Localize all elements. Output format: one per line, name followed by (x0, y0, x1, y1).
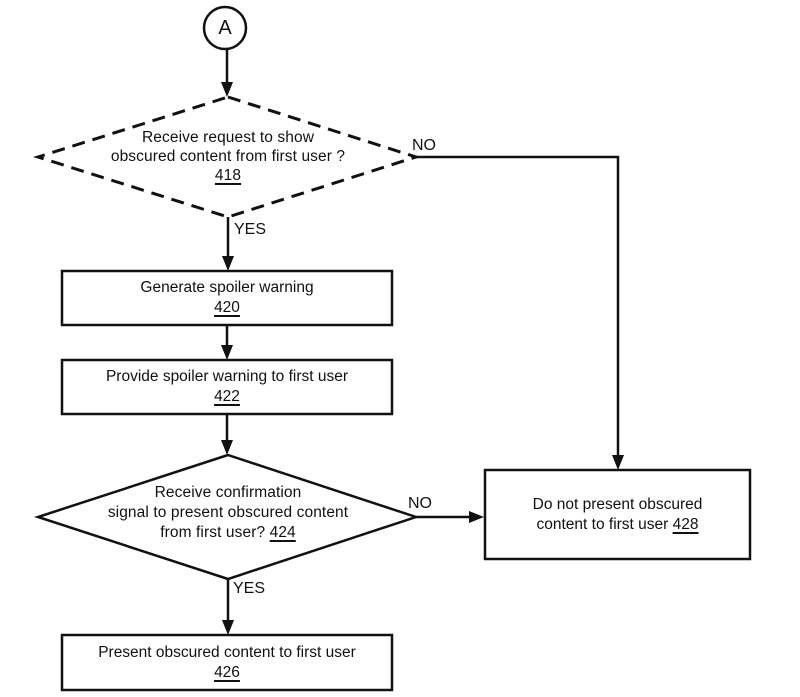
no2-branch-arrowhead (469, 511, 484, 523)
yes1-branch-arrowhead (222, 256, 234, 271)
no1-branch-arrowhead (612, 455, 624, 470)
yes2-branch-arrowhead (222, 620, 234, 635)
connector-a-text: A (218, 16, 232, 39)
connector-a-circle (202, 5, 248, 51)
box-422: Provide spoiler warning to first user 42… (62, 360, 392, 414)
yes2-label: YES (233, 580, 266, 597)
decision-424-ref: 424 (269, 524, 296, 541)
box-428-ref: 428 (672, 515, 699, 533)
decision-418-ref: 418 (214, 167, 242, 184)
yes1-label: YES (234, 221, 267, 238)
box-426: Present obscured content to first user 4… (62, 635, 392, 690)
box-422-ref: 422 (214, 388, 240, 405)
no2-label: NO (408, 495, 432, 512)
box-422-line1: Provide spoiler warning to first user (105, 368, 349, 385)
box-428-shape (483, 468, 752, 561)
decision-418-line1: Receive request to show (141, 129, 315, 146)
decision-424-line3: from first user? (160, 524, 270, 541)
box-428-line2: content to first user (536, 515, 673, 533)
no1-branch-line (413, 155, 620, 467)
box-426-line1: Present obscured content to first user (98, 643, 356, 661)
arrow-a-to-418-head (221, 82, 233, 97)
connector-a-label: A (204, 7, 246, 49)
arrow-422-to-424-head (221, 440, 233, 455)
box-428: Do not present obscured content to first… (485, 470, 750, 559)
no1-label: NO (412, 137, 436, 154)
decision-424-line1: Receive confirmation (154, 484, 302, 501)
decision-418: Receive request to show obscured content… (48, 128, 408, 185)
box-426-shape (60, 633, 394, 692)
box-420-ref: 420 (214, 299, 240, 316)
box-428-line1: Do not present obscured (532, 495, 703, 513)
decision-424: Receive confirmation signal to present o… (48, 483, 408, 543)
box-426-ref: 426 (214, 663, 240, 681)
box-420-line1: Generate spoiler warning (140, 279, 314, 296)
decision-418-line2: obscured content from first user ? (110, 148, 346, 165)
arrow-420-to-422-head (221, 345, 233, 360)
decision-418-shape (33, 95, 421, 219)
box-420: Generate spoiler warning 420 (62, 271, 392, 325)
decision-424-line2: signal to present obscured content (107, 504, 349, 521)
